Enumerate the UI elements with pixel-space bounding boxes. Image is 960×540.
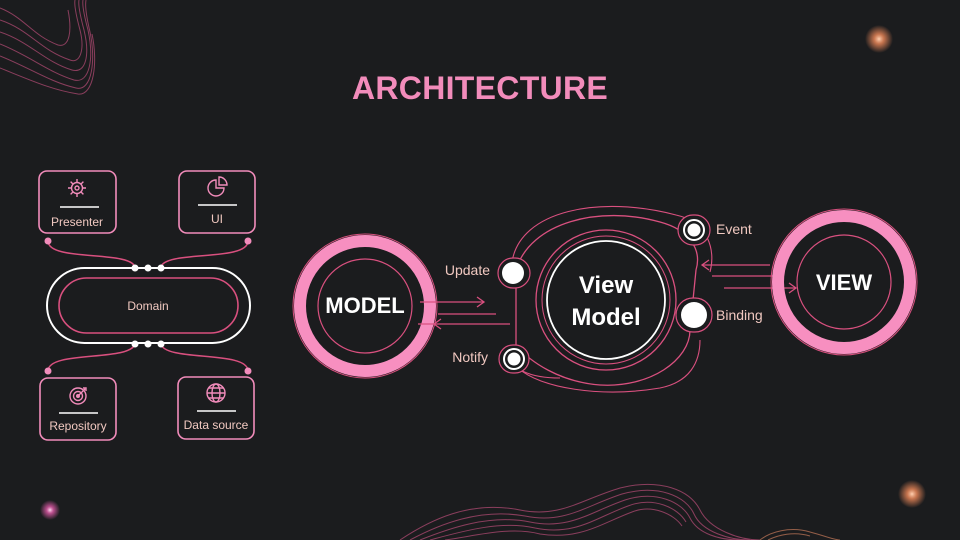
- model-label: MODEL: [325, 293, 404, 318]
- view-label: VIEW: [816, 270, 872, 295]
- slide-title: ARCHITECTURE: [351, 70, 609, 106]
- wavy-lines-bottom-right: [759, 529, 841, 540]
- wavy-lines-top-left: [0, 0, 96, 95]
- gear-icon: [68, 179, 86, 197]
- domain-label: Domain: [127, 299, 168, 313]
- ui-label: UI: [211, 212, 223, 226]
- data-source-box: Data source: [177, 376, 255, 440]
- pie-chart-icon: [207, 176, 228, 197]
- presenter-label: Presenter: [51, 215, 103, 229]
- wavy-lines-bottom: [399, 484, 761, 540]
- connector-dots: [44, 237, 252, 375]
- data-source-label: Data source: [184, 418, 249, 432]
- binding-knob: Binding: [675, 297, 763, 333]
- repository-label: Repository: [49, 419, 106, 433]
- notify-knob: Notify: [452, 344, 530, 374]
- view-node: VIEW: [770, 208, 918, 356]
- event-knob: Event: [677, 214, 752, 246]
- model-viewmodel-arrows: [418, 296, 510, 330]
- update-label: Update: [445, 262, 490, 278]
- presenter-box: Presenter: [38, 170, 117, 234]
- domain-pill: Domain: [46, 267, 251, 344]
- binding-label: Binding: [716, 307, 763, 323]
- ui-box: UI: [178, 170, 256, 234]
- glow-dot-bottom-left: [40, 500, 60, 520]
- event-label: Event: [716, 221, 752, 237]
- connector-lines: [47, 240, 249, 372]
- view-model-label-line1: View: [579, 272, 634, 299]
- glow-dot-top-right: [865, 25, 893, 53]
- model-node: MODEL: [292, 233, 438, 379]
- update-knob: Update: [445, 257, 531, 289]
- notify-label: Notify: [452, 349, 488, 365]
- view-model-label-line2: Model: [571, 304, 640, 331]
- repository-box: Repository: [39, 377, 117, 441]
- globe-icon: [206, 383, 226, 403]
- glow-dot-bottom-right: [898, 480, 926, 508]
- target-icon: [69, 387, 87, 405]
